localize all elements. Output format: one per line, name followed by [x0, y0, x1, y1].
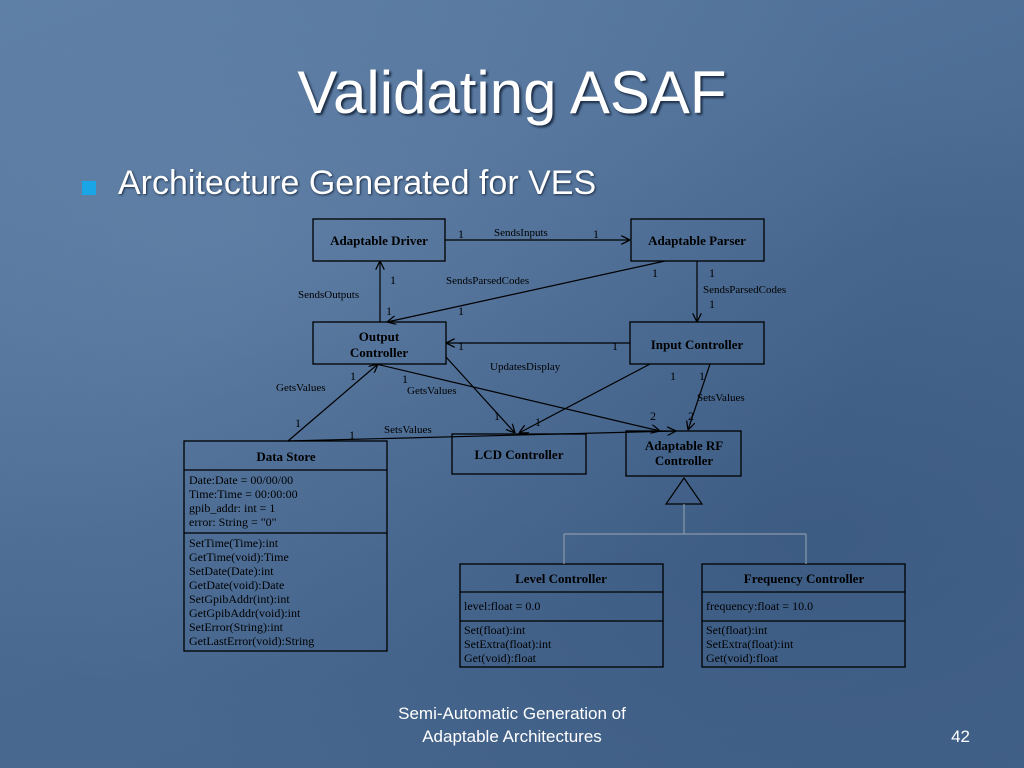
method: Get(void):float [464, 651, 537, 665]
method: SetGpibAddr(int):int [189, 592, 290, 606]
method: GetDate(void):Date [189, 578, 284, 592]
edge-gets-values-2 [375, 363, 660, 431]
label-sends-outputs: SendsOutputs [298, 289, 359, 301]
multiplicity: 1 [709, 297, 715, 311]
edge-updates-display [445, 356, 515, 433]
label-sends-inputs: SendsInputs [494, 227, 548, 239]
inheritance-triangle-icon [664, 476, 704, 505]
attribute: frequency:float = 10.0 [706, 599, 813, 613]
multiplicity: 1 [709, 266, 715, 280]
multiplicity: 1 [699, 369, 705, 383]
label-gets-values: GetsValues [276, 382, 326, 394]
method: SetExtra(float):int [706, 637, 794, 651]
edge-sets-values-2 [688, 363, 711, 430]
attribute: level:float = 0.0 [464, 599, 540, 613]
class-input-controller: Input Controller [629, 321, 765, 365]
attribute: Time:Time = 00:00:00 [189, 487, 298, 501]
multiplicity: 1 [295, 416, 301, 430]
class-name: Adaptable Driver [330, 233, 428, 248]
class-name: Adaptable Parser [648, 233, 746, 248]
method: GetTime(void):Time [189, 550, 289, 564]
slide-footer: Semi-Automatic Generation of Adaptable A… [362, 702, 662, 748]
multiplicity: 1 [402, 372, 408, 386]
class-data-store: Data Store Date:Date = 00/00/00 Time:Tim… [183, 440, 388, 652]
class-name-line1: Output [359, 329, 400, 344]
slide-title: Validating ASAF [297, 59, 727, 126]
attribute: Date:Date = 00/00/00 [189, 473, 293, 487]
label-sets-values: SetsValues [384, 424, 432, 436]
edge-gets-values-1 [287, 364, 378, 442]
label-sends-parsed-codes: SendsParsedCodes [446, 275, 529, 287]
edge-input-lcd [519, 363, 651, 433]
footer-line: Adaptable Architectures [422, 727, 602, 746]
class-name: Data Store [256, 449, 316, 464]
multiplicity: 1 [458, 304, 464, 318]
association-labels: SendsInputs SendsParsedCodes SendsParsed… [276, 227, 786, 436]
attribute: gpib_addr: int = 1 [189, 501, 275, 515]
multiplicity: 2 [650, 409, 656, 423]
class-adaptable-driver: Adaptable Driver [312, 218, 446, 262]
label-gets-values: GetsValues [407, 385, 457, 397]
multiplicity: 1 [612, 339, 618, 353]
class-name-line2: Controller [350, 345, 408, 360]
class-adaptable-rf-controller: Adaptable RF Controller [625, 430, 742, 477]
multiplicity: 1 [458, 339, 464, 353]
multiplicity: 1 [349, 428, 355, 442]
edge-sets-values-1 [287, 431, 676, 442]
attribute: error: String = "0" [189, 515, 277, 529]
multiplicity: 1 [652, 266, 658, 280]
multiplicity: 1 [670, 369, 676, 383]
multiplicity: 1 [386, 304, 392, 318]
multiplicity: 1 [593, 227, 599, 241]
footer-line: Semi-Automatic Generation of [398, 704, 626, 723]
generalization [563, 476, 807, 564]
class-name-line1: Adaptable RF [645, 438, 723, 453]
method: Get(void):float [706, 651, 779, 665]
multiplicity: 1 [350, 369, 356, 383]
page-number: 42 [951, 727, 970, 746]
multiplicities: 1 1 1 1 1 1 1 1 1 1 1 1 1 1 1 1 1 1 2 2 [295, 227, 715, 442]
class-level-controller: Level Controller level:float = 0.0 Set(f… [459, 563, 664, 668]
class-name: Frequency Controller [744, 571, 865, 586]
multiplicity: 1 [390, 273, 396, 287]
method: SetTime(Time):int [189, 536, 279, 550]
class-name: Input Controller [651, 337, 744, 352]
class-frequency-controller: Frequency Controller frequency:float = 1… [701, 563, 906, 668]
multiplicity: 2 [688, 409, 694, 423]
slide-bullet-text: Architecture Generated for VES [118, 164, 597, 202]
method: SetExtra(float):int [464, 637, 552, 651]
bullet-square-icon [82, 181, 96, 195]
class-adaptable-parser: Adaptable Parser [630, 218, 765, 262]
method: GetLastError(void):String [189, 634, 314, 648]
label-sets-values: SetsValues [697, 392, 745, 404]
label-updates-display: UpdatesDisplay [490, 361, 561, 373]
label-sends-parsed-codes: SendsParsedCodes [703, 284, 786, 296]
method: Set(float):int [706, 623, 768, 637]
edge-sends-parsed-codes-diag [387, 260, 666, 322]
multiplicity: 1 [535, 415, 541, 429]
method: SetDate(Date):int [189, 564, 274, 578]
method: GetGpibAddr(void):int [189, 606, 301, 620]
association-lines [287, 240, 711, 442]
class-name: LCD Controller [475, 447, 564, 462]
class-lcd-controller: LCD Controller [451, 433, 587, 475]
class-output-controller: Output Controller [312, 321, 447, 365]
method: SetError(String):int [189, 620, 284, 634]
method: Set(float):int [464, 623, 526, 637]
class-name: Level Controller [515, 571, 607, 586]
class-name-line2: Controller [655, 453, 713, 468]
multiplicity: 1 [458, 227, 464, 241]
multiplicity: 1 [494, 409, 500, 423]
